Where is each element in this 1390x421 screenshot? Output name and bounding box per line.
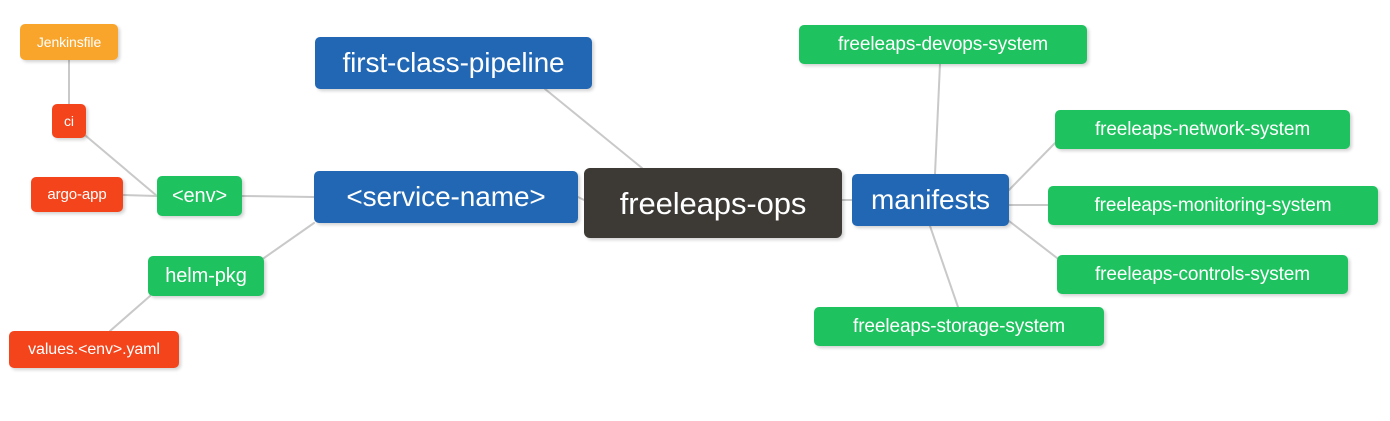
edge-helm-pkg-to-values-yaml <box>109 295 151 332</box>
node-label-freeleaps-devops-system: freeleaps-devops-system <box>838 34 1048 55</box>
edge-argo-app-to-env <box>122 194 158 197</box>
node-freeleaps-controls-system[interactable]: freeleaps-controls-system <box>1057 255 1348 294</box>
node-label-jenkinsfile: Jenkinsfile <box>36 34 102 50</box>
node-ci[interactable]: ci <box>52 104 86 138</box>
node-first-class-pipeline[interactable]: first-class-pipeline <box>315 37 592 89</box>
node-label-freeleaps-storage-system: freeleaps-storage-system <box>853 316 1065 337</box>
node-values-yaml[interactable]: values.<env>.yaml <box>9 331 179 368</box>
node-label-values-yaml: values.<env>.yaml <box>28 340 160 358</box>
edge-manifests-to-freeleaps-network-system <box>1008 142 1056 191</box>
node-label-env: <env> <box>171 185 228 207</box>
node-label-freeleaps-monitoring-system: freeleaps-monitoring-system <box>1094 195 1332 216</box>
edge-manifests-to-freeleaps-storage-system <box>929 225 959 308</box>
node-label-argo-app: argo-app <box>47 186 107 203</box>
edge-service-name-to-helm-pkg <box>263 222 315 259</box>
node-freeleaps-monitoring-system[interactable]: freeleaps-monitoring-system <box>1048 186 1378 225</box>
node-freeleaps-network-system[interactable]: freeleaps-network-system <box>1055 110 1350 149</box>
node-freeleaps-ops[interactable]: freeleaps-ops <box>584 168 842 238</box>
node-freeleaps-devops-system[interactable]: freeleaps-devops-system <box>799 25 1087 64</box>
node-argo-app[interactable]: argo-app <box>31 177 123 212</box>
node-helm-pkg[interactable]: helm-pkg <box>148 256 264 296</box>
edge-env-to-service-name <box>241 195 315 198</box>
node-manifests[interactable]: manifests <box>852 174 1009 226</box>
node-label-manifests: manifests <box>871 184 990 215</box>
edge-first-class-pipeline-to-freeleaps-ops <box>544 88 643 169</box>
node-jenkinsfile[interactable]: Jenkinsfile <box>20 24 118 60</box>
node-label-ci: ci <box>64 113 74 129</box>
node-service-name[interactable]: <service-name> <box>314 171 578 223</box>
edge-manifests-to-freeleaps-controls-system <box>1008 220 1058 259</box>
node-label-first-class-pipeline: first-class-pipeline <box>342 47 565 78</box>
node-env[interactable]: <env> <box>157 176 242 216</box>
node-freeleaps-storage-system[interactable]: freeleaps-storage-system <box>814 307 1104 346</box>
node-label-freeleaps-ops: freeleaps-ops <box>619 185 807 221</box>
node-label-freeleaps-controls-system: freeleaps-controls-system <box>1094 264 1311 285</box>
node-label-freeleaps-network-system: freeleaps-network-system <box>1094 119 1311 140</box>
edge-manifests-to-freeleaps-devops-system <box>934 63 941 175</box>
node-label-service-name: <service-name> <box>346 181 546 212</box>
node-label-helm-pkg: helm-pkg <box>165 265 247 287</box>
